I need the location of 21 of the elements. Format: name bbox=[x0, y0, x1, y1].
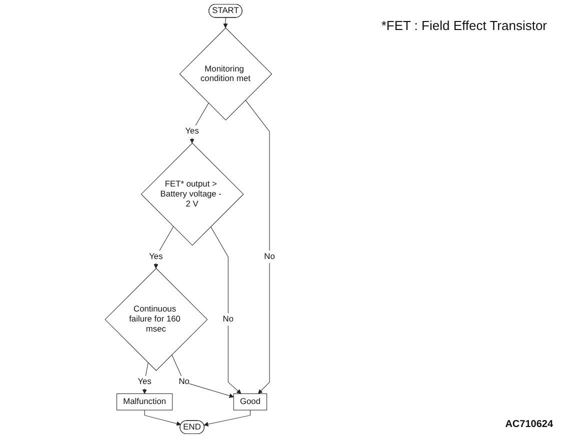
arrow bbox=[204, 410, 250, 426]
arrow bbox=[172, 354, 234, 398]
arrow bbox=[144, 410, 182, 426]
arrow bbox=[223, 17, 228, 28]
arrow bbox=[245, 100, 270, 394]
edge-label: Yes bbox=[138, 377, 152, 386]
node-box: Malfunction bbox=[116, 393, 173, 410]
edge-label: No bbox=[222, 314, 234, 324]
edge-label: Yes bbox=[149, 252, 163, 262]
edge-label: Yes bbox=[185, 126, 199, 136]
node-diamond: FET* output > Battery voltage - 2 V bbox=[140, 142, 244, 246]
edge-label: No bbox=[264, 252, 275, 262]
node-diamond: Continuous failure for 160 msec bbox=[104, 268, 208, 371]
node-diamond: Monitoring condition met bbox=[179, 28, 272, 120]
arrow bbox=[154, 226, 174, 269]
footnote-text: *FET : Field Effect Transistor bbox=[381, 18, 547, 33]
edge-label: No bbox=[178, 377, 190, 386]
arrow bbox=[190, 102, 209, 144]
arrow bbox=[210, 226, 242, 394]
figure-code: AC710624 bbox=[505, 419, 553, 430]
node-box: Good bbox=[233, 393, 268, 410]
